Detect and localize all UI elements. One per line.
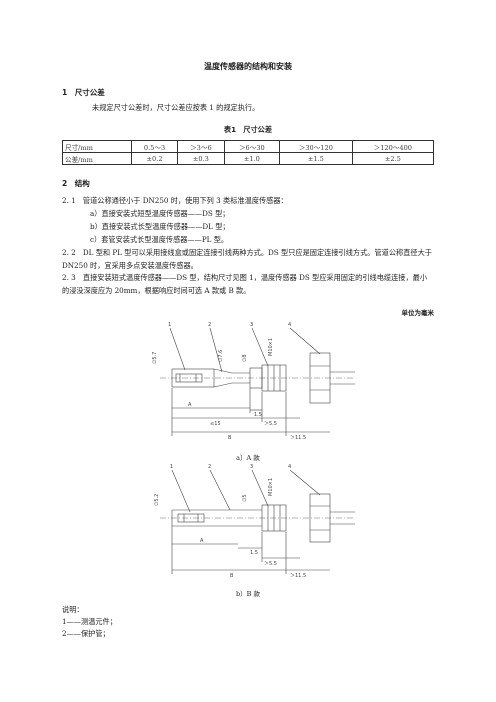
fig-a-dim-gt5-5: ＞5.5 <box>264 421 277 427</box>
fig-b-callout-4: 4 <box>288 464 291 470</box>
table-cell: 公差/mm <box>62 152 132 165</box>
figure-a-svg: 1 2 3 4 ∅5.7 ∅7.6 ∅8 M10×1 A ≤15 1.5 ＞5.… <box>152 322 355 441</box>
table-cell: ＞30～120 <box>279 140 353 153</box>
fig-b-callout-3: 3 <box>250 464 253 470</box>
para-2-1: 2. 1 管道公称通径小于 DN250 时，使用下列 3 类标准温度传感器： <box>62 196 288 205</box>
fig-a-dim-a: A <box>188 402 192 408</box>
fig-b-dim-a: A <box>200 538 204 544</box>
para-2-3: 2. 3 直接安装短式温度传感器——DS 型，结构尺寸见图 1，温度传感器 DS… <box>62 273 428 295</box>
table-cell: ±0.2 <box>130 152 179 165</box>
tolerance-table: 尺寸/mm 0.5～3 ＞3～6 ＞6～30 ＞30～120 ＞120～400 … <box>62 140 435 165</box>
section-2-heading: 2 结构 <box>62 179 90 188</box>
fig-b-dim-gt11-5: ＞11.5 <box>290 573 306 579</box>
legend-item-2: 2——保护管； <box>62 629 110 638</box>
table-row: 尺寸/mm 0.5～3 ＞3～6 ＞6～30 ＞30～120 ＞120～400 <box>62 140 435 153</box>
table-cell: ±1.0 <box>223 152 281 165</box>
fig-a-dim-d2: ∅7.6 <box>218 350 224 362</box>
table-cell: ＞6～30 <box>223 140 281 153</box>
legend-title: 说明： <box>62 605 84 614</box>
figure-b-caption: b）B 款 <box>235 590 260 598</box>
para-2-2: 2. 2 DL 型和 PL 型可以采用接线盒或固定连接引线两种方式。DS 型只应… <box>62 248 432 270</box>
para-2-1-a: a）直接安装式短型温度传感器——DS 型； <box>90 209 230 218</box>
figure-b-drawing: 1 2 3 4 ∅5.2 ∅5 M10×1 A 1.5 ＞5.5 B ＞11.5 <box>150 462 360 592</box>
fig-a-dim-d1: ∅5.7 <box>152 352 158 364</box>
fig-a-dim-le15: ≤15 <box>210 421 221 427</box>
figure-b-svg: 1 2 3 4 ∅5.2 ∅5 M10×1 A 1.5 ＞5.5 B ＞11.5 <box>154 464 355 579</box>
fig-b-dim-1-5: 1.5 <box>250 550 258 556</box>
para-2-1-b: b）直接安装式长型温度传感器——DL 型； <box>90 222 230 231</box>
page-title: 温度传感器的结构和安装 <box>204 62 292 71</box>
table-caption: 表1 尺寸公差 <box>223 125 273 134</box>
table-cell: ＞3～6 <box>177 140 225 153</box>
table-cell: 尺寸/mm <box>62 140 132 153</box>
fig-a-dim-d3: ∅8 <box>242 354 248 362</box>
fig-a-callout-3: 3 <box>250 322 253 328</box>
fig-a-callout-4: 4 <box>288 322 291 328</box>
fig-a-callout-1: 1 <box>168 322 171 328</box>
figure-a-caption: a）A 款 <box>236 454 260 462</box>
table-cell: ＞120～400 <box>351 140 435 153</box>
table-cell: ±1.5 <box>279 152 353 165</box>
fig-b-dim-b: B <box>230 573 234 579</box>
fig-a-callout-2: 2 <box>208 322 211 328</box>
fig-b-dim-d3: ∅5 <box>242 494 248 502</box>
table-row: 公差/mm ±0.2 ±0.3 ±1.0 ±1.5 ±2.5 <box>62 152 435 165</box>
fig-a-dim-thread: M10×1 <box>268 338 274 356</box>
fig-b-callout-1: 1 <box>170 464 173 470</box>
table-cell: ±2.5 <box>351 152 435 165</box>
section-1-heading: 1 尺寸公差 <box>62 88 105 97</box>
unit-label: 单位为毫米 <box>401 309 435 317</box>
fig-b-dim-thread: M10×1 <box>268 478 274 496</box>
para-2-1-c: c）套管安装式长型温度传感器——PL 型。 <box>90 235 229 244</box>
legend-item-1: 1——测温元件； <box>62 617 117 626</box>
section-1-text: 未规定尺寸公差时，尺寸公差应按表 1 的规定执行。 <box>92 103 260 112</box>
fig-b-dim-d1: ∅5.2 <box>154 494 160 506</box>
figure-a-drawing: 1 2 3 4 ∅5.7 ∅7.6 ∅8 M10×1 A ≤15 1.5 ＞5.… <box>150 318 360 448</box>
fig-a-dim-1-5: 1.5 <box>254 412 262 418</box>
fig-a-dim-b: B <box>228 435 232 441</box>
table-cell: 0.5～3 <box>130 140 179 153</box>
fig-b-callout-2: 2 <box>208 464 211 470</box>
fig-a-dim-gt11-5: ＞11.5 <box>290 435 306 441</box>
fig-b-dim-gt5-5: ＞5.5 <box>264 561 277 567</box>
table-cell: ±0.3 <box>177 152 225 165</box>
